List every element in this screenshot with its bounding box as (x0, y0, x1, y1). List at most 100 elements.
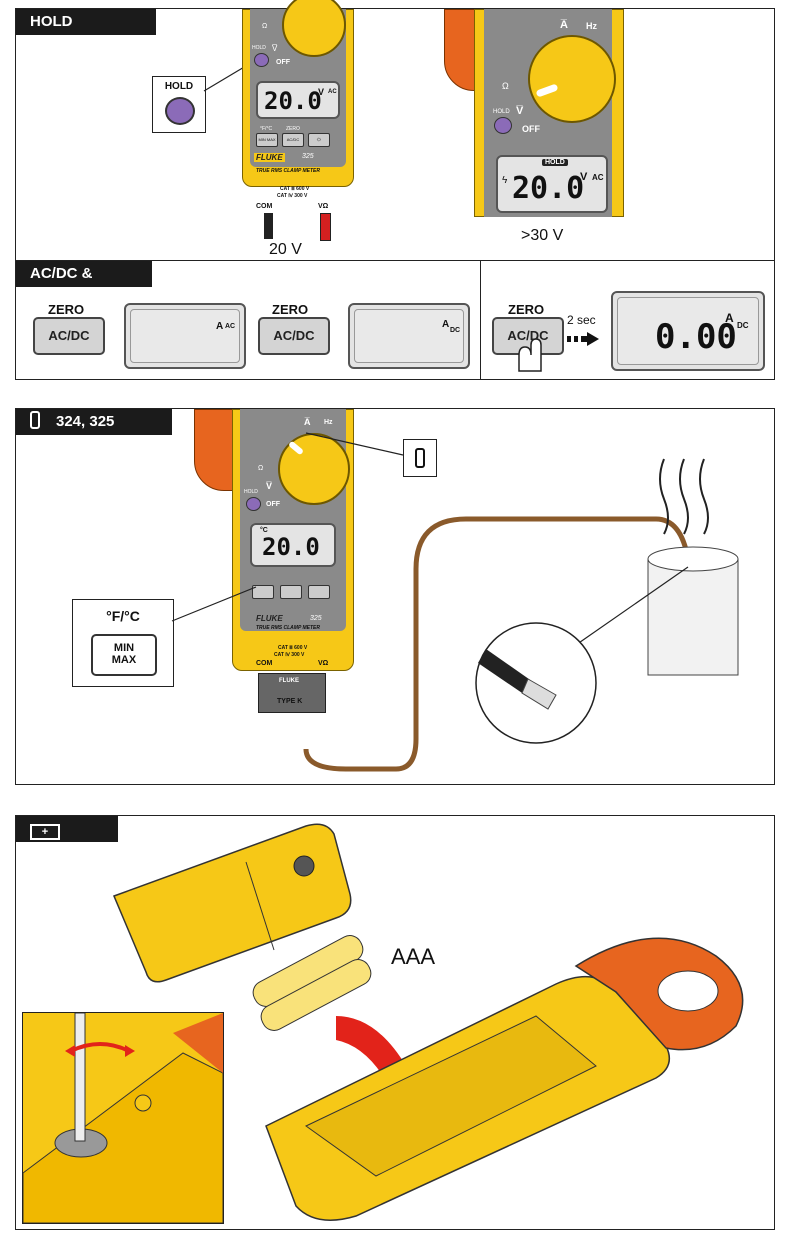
temperature-tab: 324, 325 (16, 409, 172, 435)
thermometer-icon (415, 448, 425, 468)
clamp-meter-back (265, 937, 744, 1221)
acdc-panel: AC/DC & ZERO ZERO AC/DC A AC ZERO AC/DC … (15, 260, 481, 380)
caption-30v: >30 V (521, 227, 564, 244)
acdc-button[interactable]: AC/DC (282, 133, 304, 147)
battery-type-label: AAA (391, 944, 436, 969)
hold-callout-line (203, 56, 262, 92)
meter-display: 20.0 V AC (256, 81, 340, 119)
meter-left: Ω V̅ OFF HOLD 20.0 V AC °F/°C ZERO MIN M… (242, 0, 354, 241)
meter-hold-button[interactable] (494, 117, 512, 134)
backlight-button[interactable]: ☼ (308, 133, 330, 147)
acdc-button-2[interactable]: AC/DC (258, 317, 330, 355)
display-value: 20.0 (262, 533, 320, 561)
jack-v: VΩ (318, 660, 329, 667)
acdc-button-1[interactable]: AC/DC (33, 317, 105, 355)
minmax-callout-button[interactable]: MIN MAX (91, 634, 157, 676)
temperature-illustration (171, 432, 739, 772)
jack-v: VΩ (318, 203, 329, 210)
display-unit: V (318, 87, 325, 97)
dial-mark-vdc: V̅ (516, 105, 524, 117)
minmax-line-2: MAX (111, 654, 137, 666)
rotary-dial[interactable] (528, 35, 616, 123)
zeroed-reading: 0.00 (655, 317, 737, 357)
dial-mark-vdc: V̅ (266, 481, 273, 491)
dial-mark-off: OFF (276, 59, 290, 66)
battery-illustration (113, 823, 744, 1221)
red-test-lead (320, 213, 331, 241)
zeroed-unit-a: A (725, 311, 734, 325)
display-ac-mode: AC (225, 323, 236, 330)
meter-display: HOLD ϟ 20.0 V AC (496, 155, 608, 213)
thermometer-icon (30, 411, 40, 430)
meter-hold-button[interactable] (254, 53, 269, 67)
dial-mark-hold: HOLD (493, 109, 510, 115)
caption-20v: 20 V (269, 241, 302, 258)
rotary-dial[interactable] (282, 0, 346, 57)
acdc-button[interactable] (280, 585, 302, 599)
backlight-button[interactable] (308, 585, 330, 599)
display-value: 20.0 (264, 87, 322, 115)
black-test-lead (264, 213, 273, 239)
unit-callout: °F/°C MIN MAX (72, 599, 174, 687)
dial-mark-a: A̅ (304, 417, 311, 427)
hold-callout: HOLD (152, 76, 206, 133)
display-mode: AC (592, 173, 604, 182)
temperature-models: 324, 325 (56, 413, 115, 430)
display-zeroed: 0.00 A DC (611, 291, 765, 371)
dial-mark-hold: HOLD (244, 489, 258, 495)
dial-mark-ohm: Ω (262, 23, 268, 30)
dial-mark-hold: HOLD (252, 45, 266, 51)
rotary-dial[interactable] (278, 433, 350, 505)
hold-button[interactable] (165, 97, 195, 125)
hold-callout-label: HOLD (164, 81, 194, 92)
zero-label-2: ZERO (272, 302, 309, 317)
brand-strip: FLUKE 325 (250, 152, 346, 164)
probe-type: TYPE K (277, 698, 303, 705)
aaa-batteries (252, 935, 372, 1031)
unit-toggle-label: °F/°C (106, 608, 140, 624)
btn-label-zero: ZERO (286, 126, 300, 132)
battery-cover (113, 823, 352, 983)
meter-right: A̅ Hz Ω V̅ OFF HOLD HOLD ϟ 20.0 V AC (444, 9, 626, 219)
display-unit: V (580, 171, 588, 183)
jack-com: COM (256, 203, 273, 210)
dial-mark-hz: Hz (586, 21, 597, 31)
minmax-button[interactable]: MIN MAX (256, 133, 278, 147)
brand-logo: FLUKE (254, 153, 285, 162)
jack-com: COM (256, 660, 273, 667)
meter-subtitle: TRUE RMS CLAMP METER (256, 625, 320, 631)
dial-mark-vdc: V̅ (272, 44, 278, 53)
minmax-line-1: MIN (113, 642, 135, 654)
dial-mark-a: A̅ (560, 19, 568, 31)
meter-subtitle: TRUE RMS CLAMP METER (256, 168, 320, 174)
model-number: 325 (310, 615, 322, 622)
meter-display: °C 20.0 (250, 523, 336, 567)
acdc-tab: AC/DC & ZERO (16, 261, 152, 308)
thermometer-callout (403, 439, 437, 477)
screw-inset (22, 1012, 224, 1224)
display-unit: °C (260, 527, 268, 534)
hold-tab: HOLD (16, 9, 156, 35)
arrow-right-icon (567, 332, 599, 346)
zero-label-1: ZERO (48, 302, 85, 317)
meter-hold-button[interactable] (246, 497, 261, 511)
battery-panel: + AAA (15, 815, 775, 1230)
lightning-icon: ϟ (502, 175, 508, 186)
hold-panel: HOLD HOLD Ω V̅ OFF HOLD 20.0 V AC °F/°C … (15, 0, 775, 261)
display-mode: AC (328, 89, 337, 95)
dial-mark-ohm: Ω (502, 81, 509, 91)
minmax-button[interactable] (252, 585, 274, 599)
type-k-adapter: FLUKE TYPE K (258, 673, 326, 713)
hold-time: 2 sec (567, 313, 596, 327)
rotate-arrows-icon (65, 1042, 135, 1057)
dial-pointer (535, 83, 559, 98)
model-number: 325 (302, 153, 314, 160)
display-unit-a: A (216, 321, 224, 332)
display-ac: A AC (124, 303, 246, 369)
dial-mark-ohm: Ω (258, 465, 264, 472)
meter-temp: A̅ Hz V̅ OFF HOLD Ω °C 20.0 FLUKE 325 TR… (194, 409, 354, 713)
dial-mark-off: OFF (522, 124, 540, 134)
zeroed-unit-dc: DC (737, 321, 749, 330)
battery-icon: + (30, 824, 60, 840)
zero-label-3: ZERO (508, 302, 545, 317)
